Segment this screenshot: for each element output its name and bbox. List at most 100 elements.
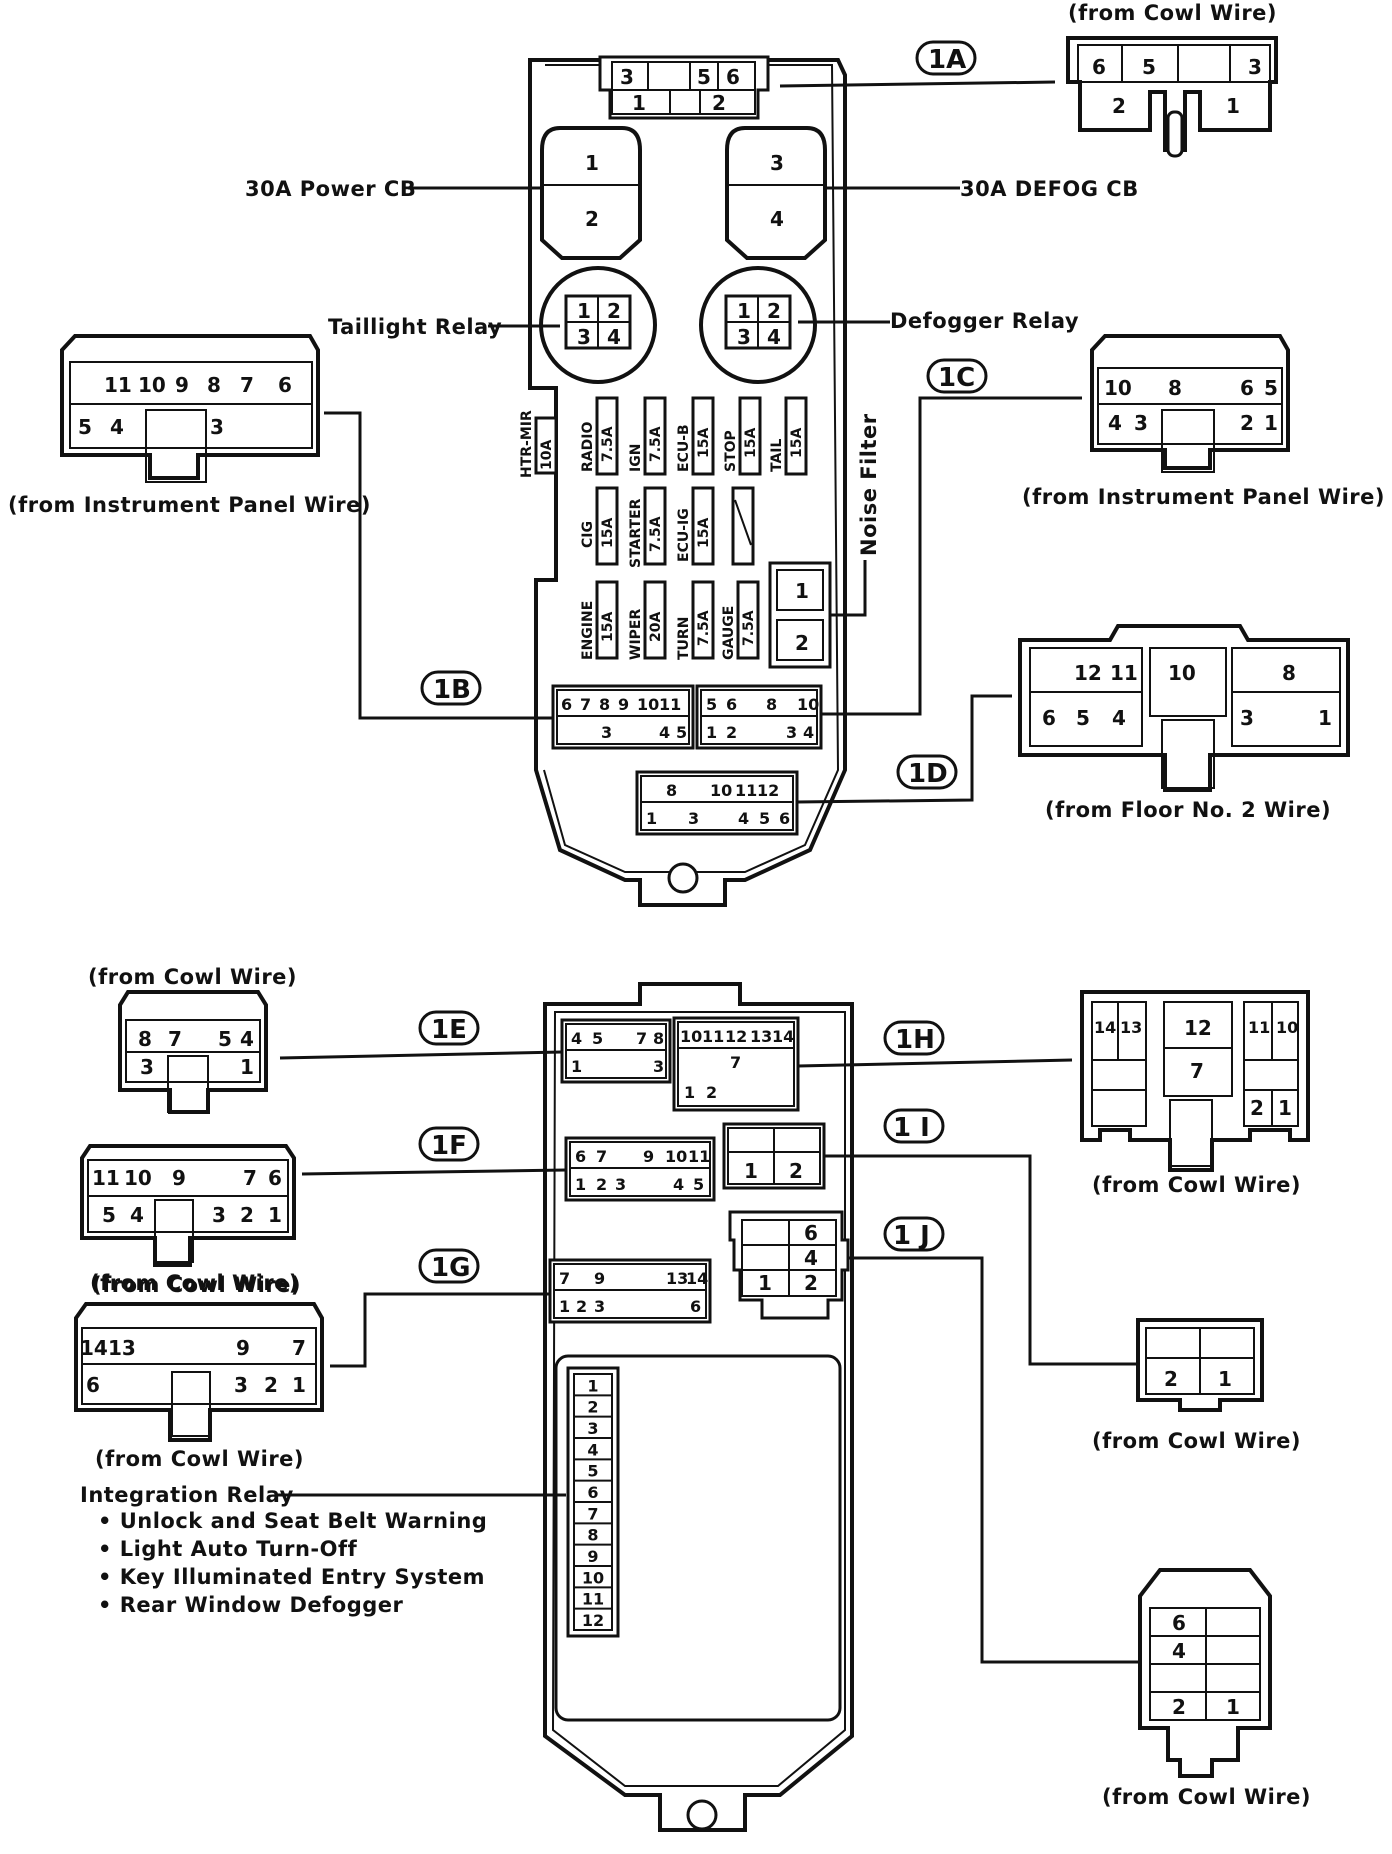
integration-relay-housing — [554, 1354, 842, 1722]
block-connector-1d: 8 10 11 12 1 3 4 5 6 — [635, 770, 799, 836]
pin: 2 — [1172, 1695, 1186, 1719]
tag-1j-label: 1 J — [893, 1221, 930, 1251]
pin: 9 — [643, 1147, 654, 1166]
mating-connector-1i: 2 1 — [1136, 1318, 1264, 1412]
fuse-name: STOP — [723, 430, 739, 472]
mating-connector-1c: 10 8 6 5 4 3 2 1 — [1090, 334, 1290, 473]
pin: 14 — [686, 1269, 708, 1288]
pin: 1 — [575, 1175, 586, 1194]
fuse-name: HTR-MIR — [519, 410, 535, 478]
pin: 4 — [607, 325, 621, 349]
tag-1e-label: 1E — [431, 1015, 467, 1045]
feature-item: • Key Illuminated Entry System — [98, 1565, 485, 1589]
pin: 6 — [575, 1147, 586, 1166]
tag-1a: 1A — [915, 40, 977, 76]
tag-1i: 1 I — [883, 1108, 945, 1144]
pin: 2 — [576, 1297, 587, 1316]
mating-connector-1b: 11 10 9 8 7 6 5 4 3 — [60, 334, 320, 483]
fuse-name: CIG — [580, 521, 596, 548]
pin: 8 — [599, 695, 610, 714]
label-power-cb: 30A Power CB — [245, 177, 416, 201]
pin: 8 — [1282, 661, 1296, 685]
pin: 6 — [726, 65, 740, 89]
pin: 11 — [688, 1147, 710, 1166]
pin: 1 — [795, 579, 809, 603]
pin: 1 — [1318, 706, 1332, 730]
circuit-breaker-defog: 3 4 — [725, 126, 827, 260]
integration-relay-pin: 2 — [587, 1398, 598, 1417]
tag-1b: 1B — [420, 670, 482, 706]
pin: 7 — [596, 1147, 607, 1166]
pin: 1 — [268, 1203, 282, 1227]
circuit-breaker-power: 1 2 — [540, 126, 642, 260]
pin: 14 — [772, 1027, 794, 1046]
fuse-rating: 15A — [743, 428, 759, 458]
fuse-rating: 10A — [539, 440, 555, 470]
pin: 11 — [104, 373, 132, 397]
pin: 1 — [559, 1297, 570, 1316]
fuse-name: ENGINE — [580, 601, 596, 660]
caption-1h: (from Cowl Wire) — [1092, 1173, 1301, 1197]
pin: 6 — [561, 695, 572, 714]
pin: 14 — [1094, 1018, 1116, 1037]
caption-1c: (from Instrument Panel Wire) — [1022, 485, 1385, 509]
pin: 10 — [138, 373, 166, 397]
pin: 6 — [690, 1297, 701, 1316]
pin: 4 — [673, 1175, 684, 1194]
pin: 3 — [1240, 706, 1254, 730]
pin: 9 — [175, 373, 189, 397]
pin: 2 — [767, 299, 781, 323]
block-connector-1f: 6 7 9 10 11 1 2 3 4 5 — [564, 1136, 716, 1202]
pin: 7 — [243, 1166, 257, 1190]
mating-connector-1f: 11 10 9 7 6 5 4 3 2 1 — [80, 1144, 296, 1267]
integration-relay-pin: 9 — [587, 1547, 598, 1566]
label-defogger-relay: Defogger Relay — [890, 309, 1079, 333]
pin: 3 — [786, 723, 797, 742]
pin: 1 — [744, 1159, 758, 1183]
integration-relay-pin: 7 — [587, 1504, 598, 1523]
pin: 10 — [665, 1147, 687, 1166]
pin: 1 — [646, 809, 657, 828]
pin: 10 — [710, 781, 732, 800]
fuse-name: TAIL — [769, 438, 785, 472]
integration-relay-pin: 5 — [587, 1462, 598, 1481]
fuse-name: RADIO — [580, 422, 596, 472]
tag-1a-label: 1A — [928, 45, 966, 75]
integration-relay-pin: 3 — [587, 1419, 598, 1438]
pin: 4 — [659, 723, 670, 742]
pin: 8 — [1168, 376, 1182, 400]
pin: 13 — [750, 1027, 772, 1046]
pin: 4 — [767, 325, 781, 349]
fuse-name: WIPER — [628, 609, 644, 660]
pin: 1 — [1264, 411, 1278, 435]
label-noise-filter: Noise Filter — [857, 413, 881, 556]
defogger-relay: 1 2 3 4 — [699, 266, 817, 384]
pin: 5 — [697, 65, 711, 89]
pin: 4 — [770, 207, 784, 231]
pin: 7 — [730, 1053, 741, 1072]
pin: 12 — [725, 1027, 747, 1046]
pin: 7 — [292, 1336, 306, 1360]
pin: 5 — [706, 695, 717, 714]
pin: 5 — [102, 1203, 116, 1227]
tag-1d: 1D — [896, 754, 958, 790]
pin: 3 — [770, 151, 784, 175]
pin: 4 — [110, 415, 124, 439]
tag-1b-label: 1B — [433, 675, 471, 705]
pin: 1 — [585, 151, 599, 175]
pin: 6 — [278, 373, 292, 397]
pin: 4 — [1112, 706, 1126, 730]
tag-1i-label: 1 I — [893, 1113, 930, 1143]
pin: 7 — [240, 373, 254, 397]
fuse-rating: 20A — [648, 612, 664, 642]
pin: 6 — [1240, 376, 1254, 400]
pin: 3 — [1134, 411, 1148, 435]
tag-1h-label: 1H — [895, 1025, 935, 1055]
caption-1i: (from Cowl Wire) — [1092, 1429, 1301, 1453]
caption-1d: (from Floor No. 2 Wire) — [1045, 798, 1331, 822]
tag-1c: 1C — [926, 358, 988, 394]
pin: 4 — [240, 1027, 254, 1051]
pin: 12 — [1074, 661, 1102, 685]
pin: 4 — [803, 723, 814, 742]
